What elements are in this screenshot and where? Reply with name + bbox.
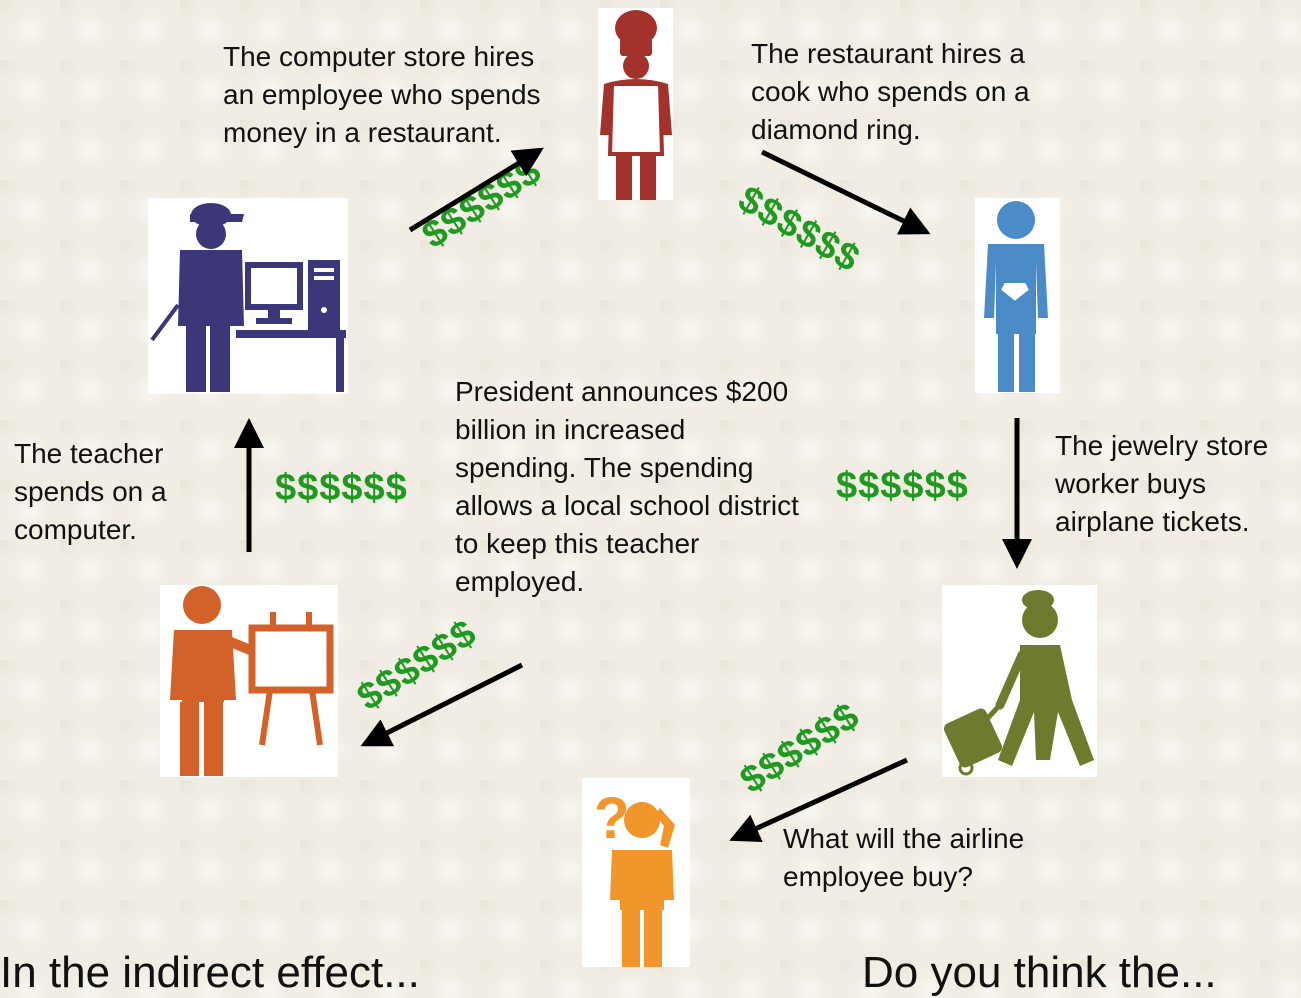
arrow-cook-to-jeweler — [760, 149, 931, 235]
computer-store-text: The computer store hires an employee who… — [223, 41, 541, 148]
teacher-text: The teacher spends on a computer. — [14, 438, 167, 545]
jeweler-icon — [984, 201, 1048, 392]
restaurant-text: The restaurant hires a cook who spends o… — [751, 38, 1030, 145]
question-person-icon: ? — [594, 786, 675, 967]
arrow-traveler-to-question — [729, 757, 909, 843]
arrow-computer-to-cook — [408, 147, 544, 233]
teacher-icon — [170, 586, 334, 776]
money-label-right: $$$$$$ — [836, 465, 969, 507]
jewelry-text: The jewelry store worker buys airplane t… — [1055, 430, 1269, 537]
computer-worker-icon — [150, 203, 346, 392]
bottom-right-heading: Do you think the... — [862, 948, 1217, 997]
airline-text: What will the airline employee buy? — [783, 823, 1025, 892]
diagram-canvas: ? — [150, 10, 1094, 967]
svg-text:?: ? — [594, 786, 629, 851]
arrow-to-teacher — [360, 662, 524, 747]
bottom-left-heading: In the indirect effect... — [0, 948, 420, 997]
president-text: President announces $200 billion in incr… — [455, 376, 799, 597]
traveler-icon — [943, 590, 1094, 776]
money-label-left: $$$$$$ — [275, 467, 408, 509]
chef-icon — [600, 10, 672, 200]
